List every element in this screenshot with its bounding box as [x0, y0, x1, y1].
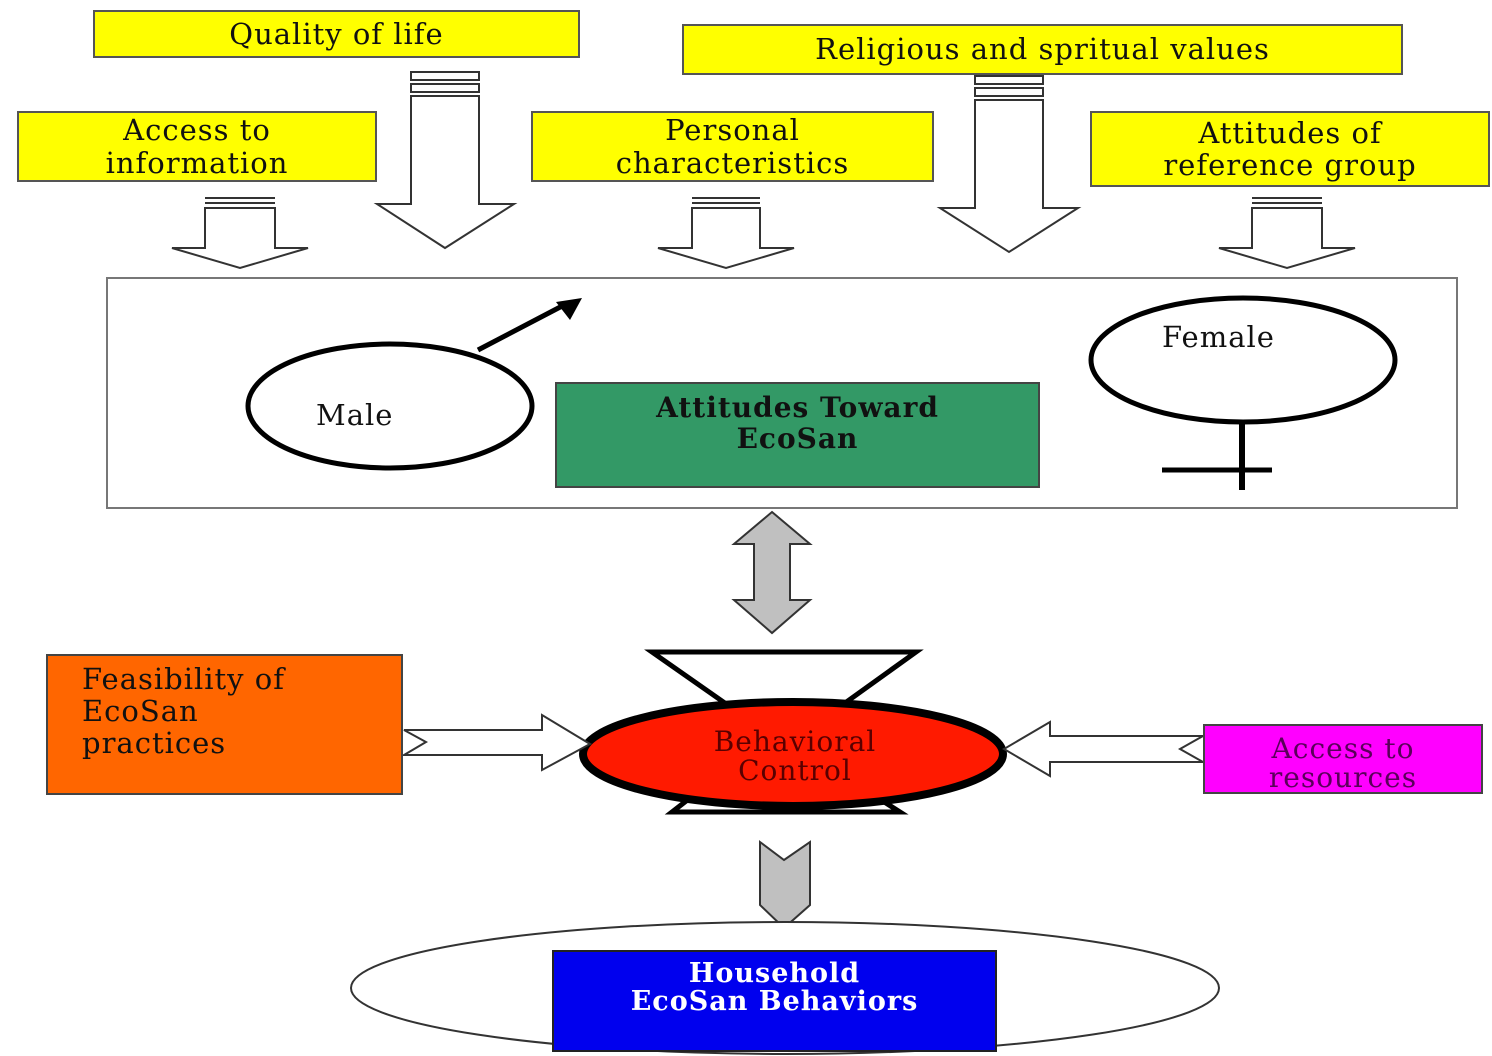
arrow-religious-values [936, 99, 1082, 254]
arrow-access-information [171, 207, 309, 270]
male-arrowhead [556, 298, 582, 320]
personal-characteristics-box: Personal characteristics [531, 111, 934, 182]
access-resources-box: Access to resources [1203, 724, 1483, 794]
behavioral-control-label: Behavioral Control [713, 724, 877, 787]
female-symbol [1088, 295, 1398, 425]
household-box: Household EcoSan Behaviors [552, 950, 997, 1052]
feasibility-box: Feasibility of EcoSan practices [46, 654, 403, 795]
access-information-box: Access to information [17, 111, 377, 182]
male-symbol [245, 341, 535, 471]
reference-group-box: Attitudes of reference group [1090, 111, 1490, 187]
male-label: Male [316, 398, 394, 432]
arrow-feasibility [400, 713, 593, 772]
quality-of-life-label: Quality of life [229, 16, 444, 51]
arrow-reference-group [1218, 207, 1356, 270]
double-arrow [731, 510, 813, 635]
female-label: Female [1162, 320, 1275, 354]
arrow-to-household [759, 840, 811, 930]
religious-values-box: Religious and spritual values [682, 24, 1403, 75]
religious-values-label: Religious and spritual values [815, 32, 1270, 67]
quality-of-life-box: Quality of life [93, 10, 580, 58]
arrow-personal-characteristics [657, 207, 795, 270]
behavioral-control-oval [579, 698, 1007, 810]
arrow-access-resources [1002, 720, 1207, 778]
arrow-quality-of-life [373, 95, 518, 250]
attitudes-box: Attitudes Toward EcoSan [555, 382, 1040, 488]
